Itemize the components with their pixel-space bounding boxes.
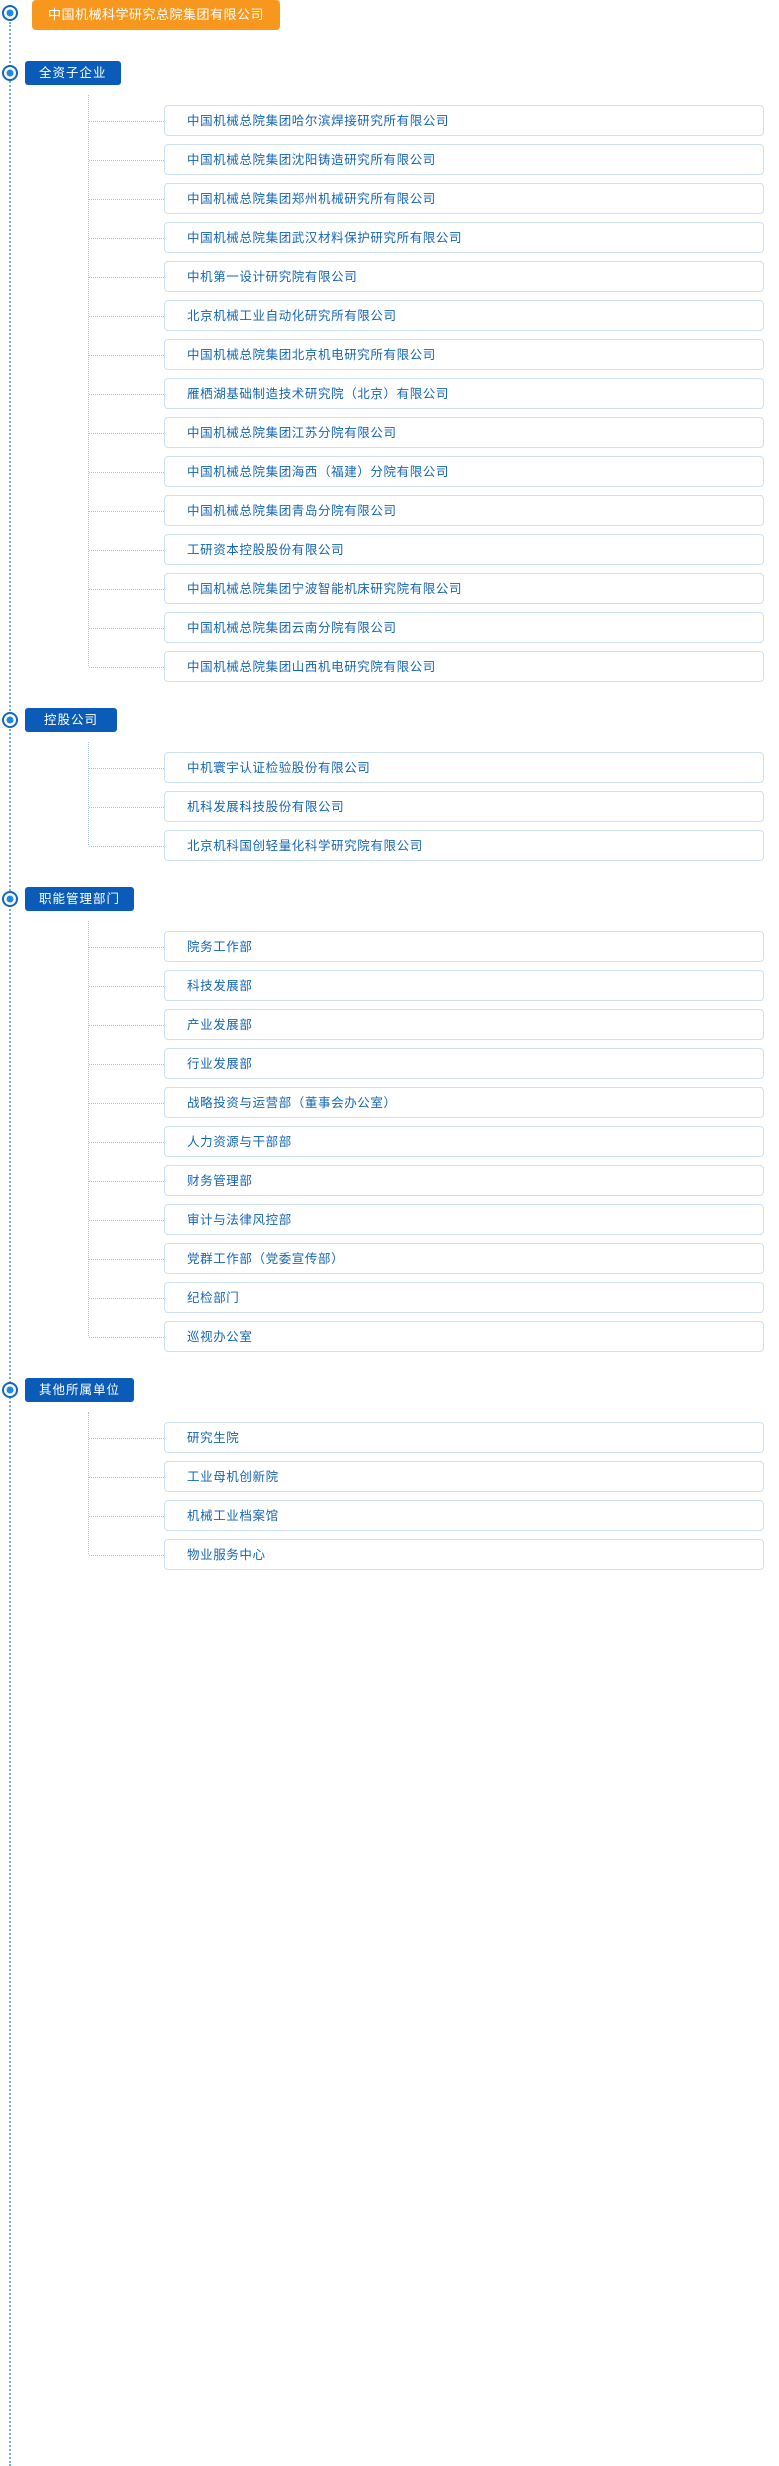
org-item[interactable]: 物业服务中心 <box>164 1539 764 1570</box>
org-item-row: 产业发展部 <box>0 1005 779 1044</box>
org-item[interactable]: 中国机械总院集团山西机电研究院有限公司 <box>164 651 764 682</box>
org-item[interactable]: 中机第一设计研究院有限公司 <box>164 261 764 292</box>
org-group: 职能管理部门院务工作部科技发展部产业发展部行业发展部战略投资与运营部（董事会办公… <box>0 887 779 1356</box>
org-item-row: 机科发展科技股份有限公司 <box>0 787 779 826</box>
org-item[interactable]: 科技发展部 <box>164 970 764 1001</box>
org-item[interactable]: 机械工业档案馆 <box>164 1500 764 1531</box>
org-item-row: 雁栖湖基础制造技术研究院（北京）有限公司 <box>0 374 779 413</box>
group-children: 中国机械总院集团哈尔滨焊接研究所有限公司中国机械总院集团沈阳铸造研究所有限公司中… <box>0 95 779 686</box>
org-item[interactable]: 中国机械总院集团北京机电研究所有限公司 <box>164 339 764 370</box>
org-item[interactable]: 工研资本控股股份有限公司 <box>164 534 764 565</box>
org-item-row: 巡视办公室 <box>0 1317 779 1356</box>
org-item[interactable]: 北京机械工业自动化研究所有限公司 <box>164 300 764 331</box>
org-item-row: 工业母机创新院 <box>0 1457 779 1496</box>
groups-container: 全资子企业中国机械总院集团哈尔滨焊接研究所有限公司中国机械总院集团沈阳铸造研究所… <box>0 61 779 1574</box>
org-item[interactable]: 巡视办公室 <box>164 1321 764 1352</box>
org-item[interactable]: 中国机械总院集团郑州机械研究所有限公司 <box>164 183 764 214</box>
org-item-row: 物业服务中心 <box>0 1535 779 1574</box>
org-item[interactable]: 中机寰宇认证检验股份有限公司 <box>164 752 764 783</box>
org-item-row: 中国机械总院集团武汉材料保护研究所有限公司 <box>0 218 779 257</box>
group-node[interactable]: 控股公司 <box>25 708 117 732</box>
spine-marker-icon <box>2 5 18 21</box>
spine-marker-icon <box>2 65 18 81</box>
org-item-row: 北京机械工业自动化研究所有限公司 <box>0 296 779 335</box>
org-item-row: 北京机科国创轻量化科学研究院有限公司 <box>0 826 779 865</box>
org-item[interactable]: 中国机械总院集团武汉材料保护研究所有限公司 <box>164 222 764 253</box>
spine-marker-icon <box>2 1382 18 1398</box>
org-item-row: 中国机械总院集团山西机电研究院有限公司 <box>0 647 779 686</box>
org-item[interactable]: 中国机械总院集团云南分院有限公司 <box>164 612 764 643</box>
spine-marker-icon <box>2 891 18 907</box>
group-node[interactable]: 其他所属单位 <box>25 1378 135 1402</box>
org-item-row: 中国机械总院集团青岛分院有限公司 <box>0 491 779 530</box>
org-item-row: 中国机械总院集团海西（福建）分院有限公司 <box>0 452 779 491</box>
org-item[interactable]: 人力资源与干部部 <box>164 1126 764 1157</box>
org-item[interactable]: 党群工作部（党委宣传部） <box>164 1243 764 1274</box>
root-spine-line <box>9 22 11 2466</box>
org-item-row: 纪检部门 <box>0 1278 779 1317</box>
org-item[interactable]: 机科发展科技股份有限公司 <box>164 791 764 822</box>
org-item-row: 人力资源与干部部 <box>0 1122 779 1161</box>
org-group: 其他所属单位研究生院工业母机创新院机械工业档案馆物业服务中心 <box>0 1378 779 1574</box>
org-item[interactable]: 财务管理部 <box>164 1165 764 1196</box>
org-item[interactable]: 雁栖湖基础制造技术研究院（北京）有限公司 <box>164 378 764 409</box>
org-item[interactable]: 中国机械总院集团沈阳铸造研究所有限公司 <box>164 144 764 175</box>
org-item[interactable]: 产业发展部 <box>164 1009 764 1040</box>
group-header-row: 全资子企业 <box>0 61 779 95</box>
group-children: 院务工作部科技发展部产业发展部行业发展部战略投资与运营部（董事会办公室） 人力资源… <box>0 921 779 1356</box>
org-item-row: 战略投资与运营部（董事会办公室） <box>0 1083 779 1122</box>
org-item[interactable]: 研究生院 <box>164 1422 764 1453</box>
org-item[interactable]: 行业发展部 <box>164 1048 764 1079</box>
org-item[interactable]: 中国机械总院集团江苏分院有限公司 <box>164 417 764 448</box>
group-children: 研究生院工业母机创新院机械工业档案馆物业服务中心 <box>0 1412 779 1574</box>
org-item-row: 中国机械总院集团沈阳铸造研究所有限公司 <box>0 140 779 179</box>
group-header-row: 控股公司 <box>0 708 779 742</box>
org-item-row: 中国机械总院集团江苏分院有限公司 <box>0 413 779 452</box>
org-item-row: 中国机械总院集团云南分院有限公司 <box>0 608 779 647</box>
org-item[interactable]: 中国机械总院集团宁波智能机床研究院有限公司 <box>164 573 764 604</box>
org-item-row: 中国机械总院集团郑州机械研究所有限公司 <box>0 179 779 218</box>
org-item-row: 党群工作部（党委宣传部） <box>0 1239 779 1278</box>
org-item-row: 中机第一设计研究院有限公司 <box>0 257 779 296</box>
org-item[interactable]: 审计与法律风控部 <box>164 1204 764 1235</box>
org-item-row: 机械工业档案馆 <box>0 1496 779 1535</box>
root-row: 中国机械科学研究总院集团有限公司 <box>0 0 779 42</box>
org-item[interactable]: 中国机械总院集团青岛分院有限公司 <box>164 495 764 526</box>
group-node[interactable]: 职能管理部门 <box>25 887 135 911</box>
org-item-row: 行业发展部 <box>0 1044 779 1083</box>
org-item[interactable]: 战略投资与运营部（董事会办公室） <box>164 1087 764 1118</box>
spine-marker-icon <box>2 712 18 728</box>
org-item[interactable]: 纪检部门 <box>164 1282 764 1313</box>
org-item[interactable]: 工业母机创新院 <box>164 1461 764 1492</box>
org-item-row: 中国机械总院集团北京机电研究所有限公司 <box>0 335 779 374</box>
org-item-row: 中国机械总院集团哈尔滨焊接研究所有限公司 <box>0 101 779 140</box>
org-item-row: 中国机械总院集团宁波智能机床研究院有限公司 <box>0 569 779 608</box>
root-node[interactable]: 中国机械科学研究总院集团有限公司 <box>32 0 281 30</box>
org-item-row: 财务管理部 <box>0 1161 779 1200</box>
group-header-row: 职能管理部门 <box>0 887 779 921</box>
org-item-row: 审计与法律风控部 <box>0 1200 779 1239</box>
org-item-row: 工研资本控股股份有限公司 <box>0 530 779 569</box>
org-item-row: 研究生院 <box>0 1418 779 1457</box>
group-node[interactable]: 全资子企业 <box>25 61 121 85</box>
org-item-row: 科技发展部 <box>0 966 779 1005</box>
group-children: 中机寰宇认证检验股份有限公司机科发展科技股份有限公司北京机科国创轻量化科学研究院… <box>0 742 779 865</box>
org-item-row: 院务工作部 <box>0 927 779 966</box>
org-item[interactable]: 中国机械总院集团哈尔滨焊接研究所有限公司 <box>164 105 764 136</box>
group-header-row: 其他所属单位 <box>0 1378 779 1412</box>
org-item[interactable]: 北京机科国创轻量化科学研究院有限公司 <box>164 830 764 861</box>
org-item[interactable]: 院务工作部 <box>164 931 764 962</box>
org-item-row: 中机寰宇认证检验股份有限公司 <box>0 748 779 787</box>
org-group: 控股公司中机寰宇认证检验股份有限公司机科发展科技股份有限公司北京机科国创轻量化科… <box>0 708 779 865</box>
org-item[interactable]: 中国机械总院集团海西（福建）分院有限公司 <box>164 456 764 487</box>
org-group: 全资子企业中国机械总院集团哈尔滨焊接研究所有限公司中国机械总院集团沈阳铸造研究所… <box>0 61 779 686</box>
